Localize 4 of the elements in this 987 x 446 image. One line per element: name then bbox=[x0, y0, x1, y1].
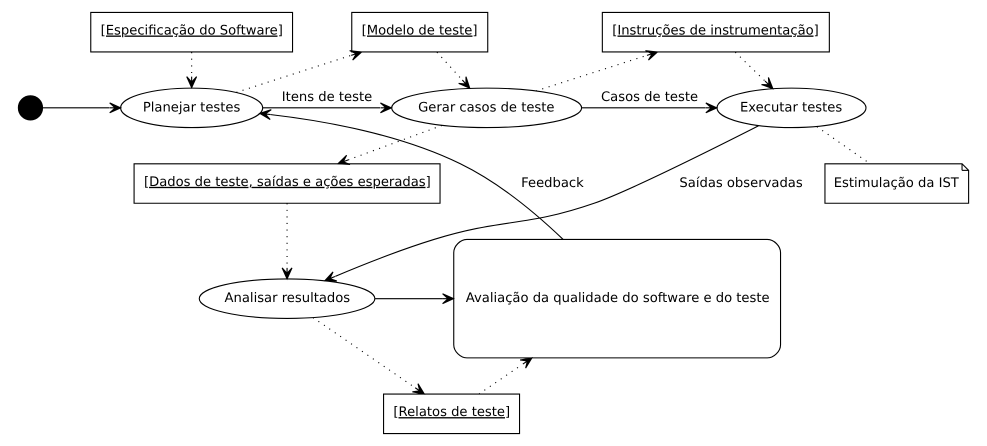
edge-label: Saídas observadas bbox=[679, 176, 803, 191]
edge-label: Itens de teste bbox=[282, 90, 372, 105]
edge-label: Casos de teste bbox=[601, 90, 698, 105]
edge-label: Feedback bbox=[521, 176, 584, 191]
